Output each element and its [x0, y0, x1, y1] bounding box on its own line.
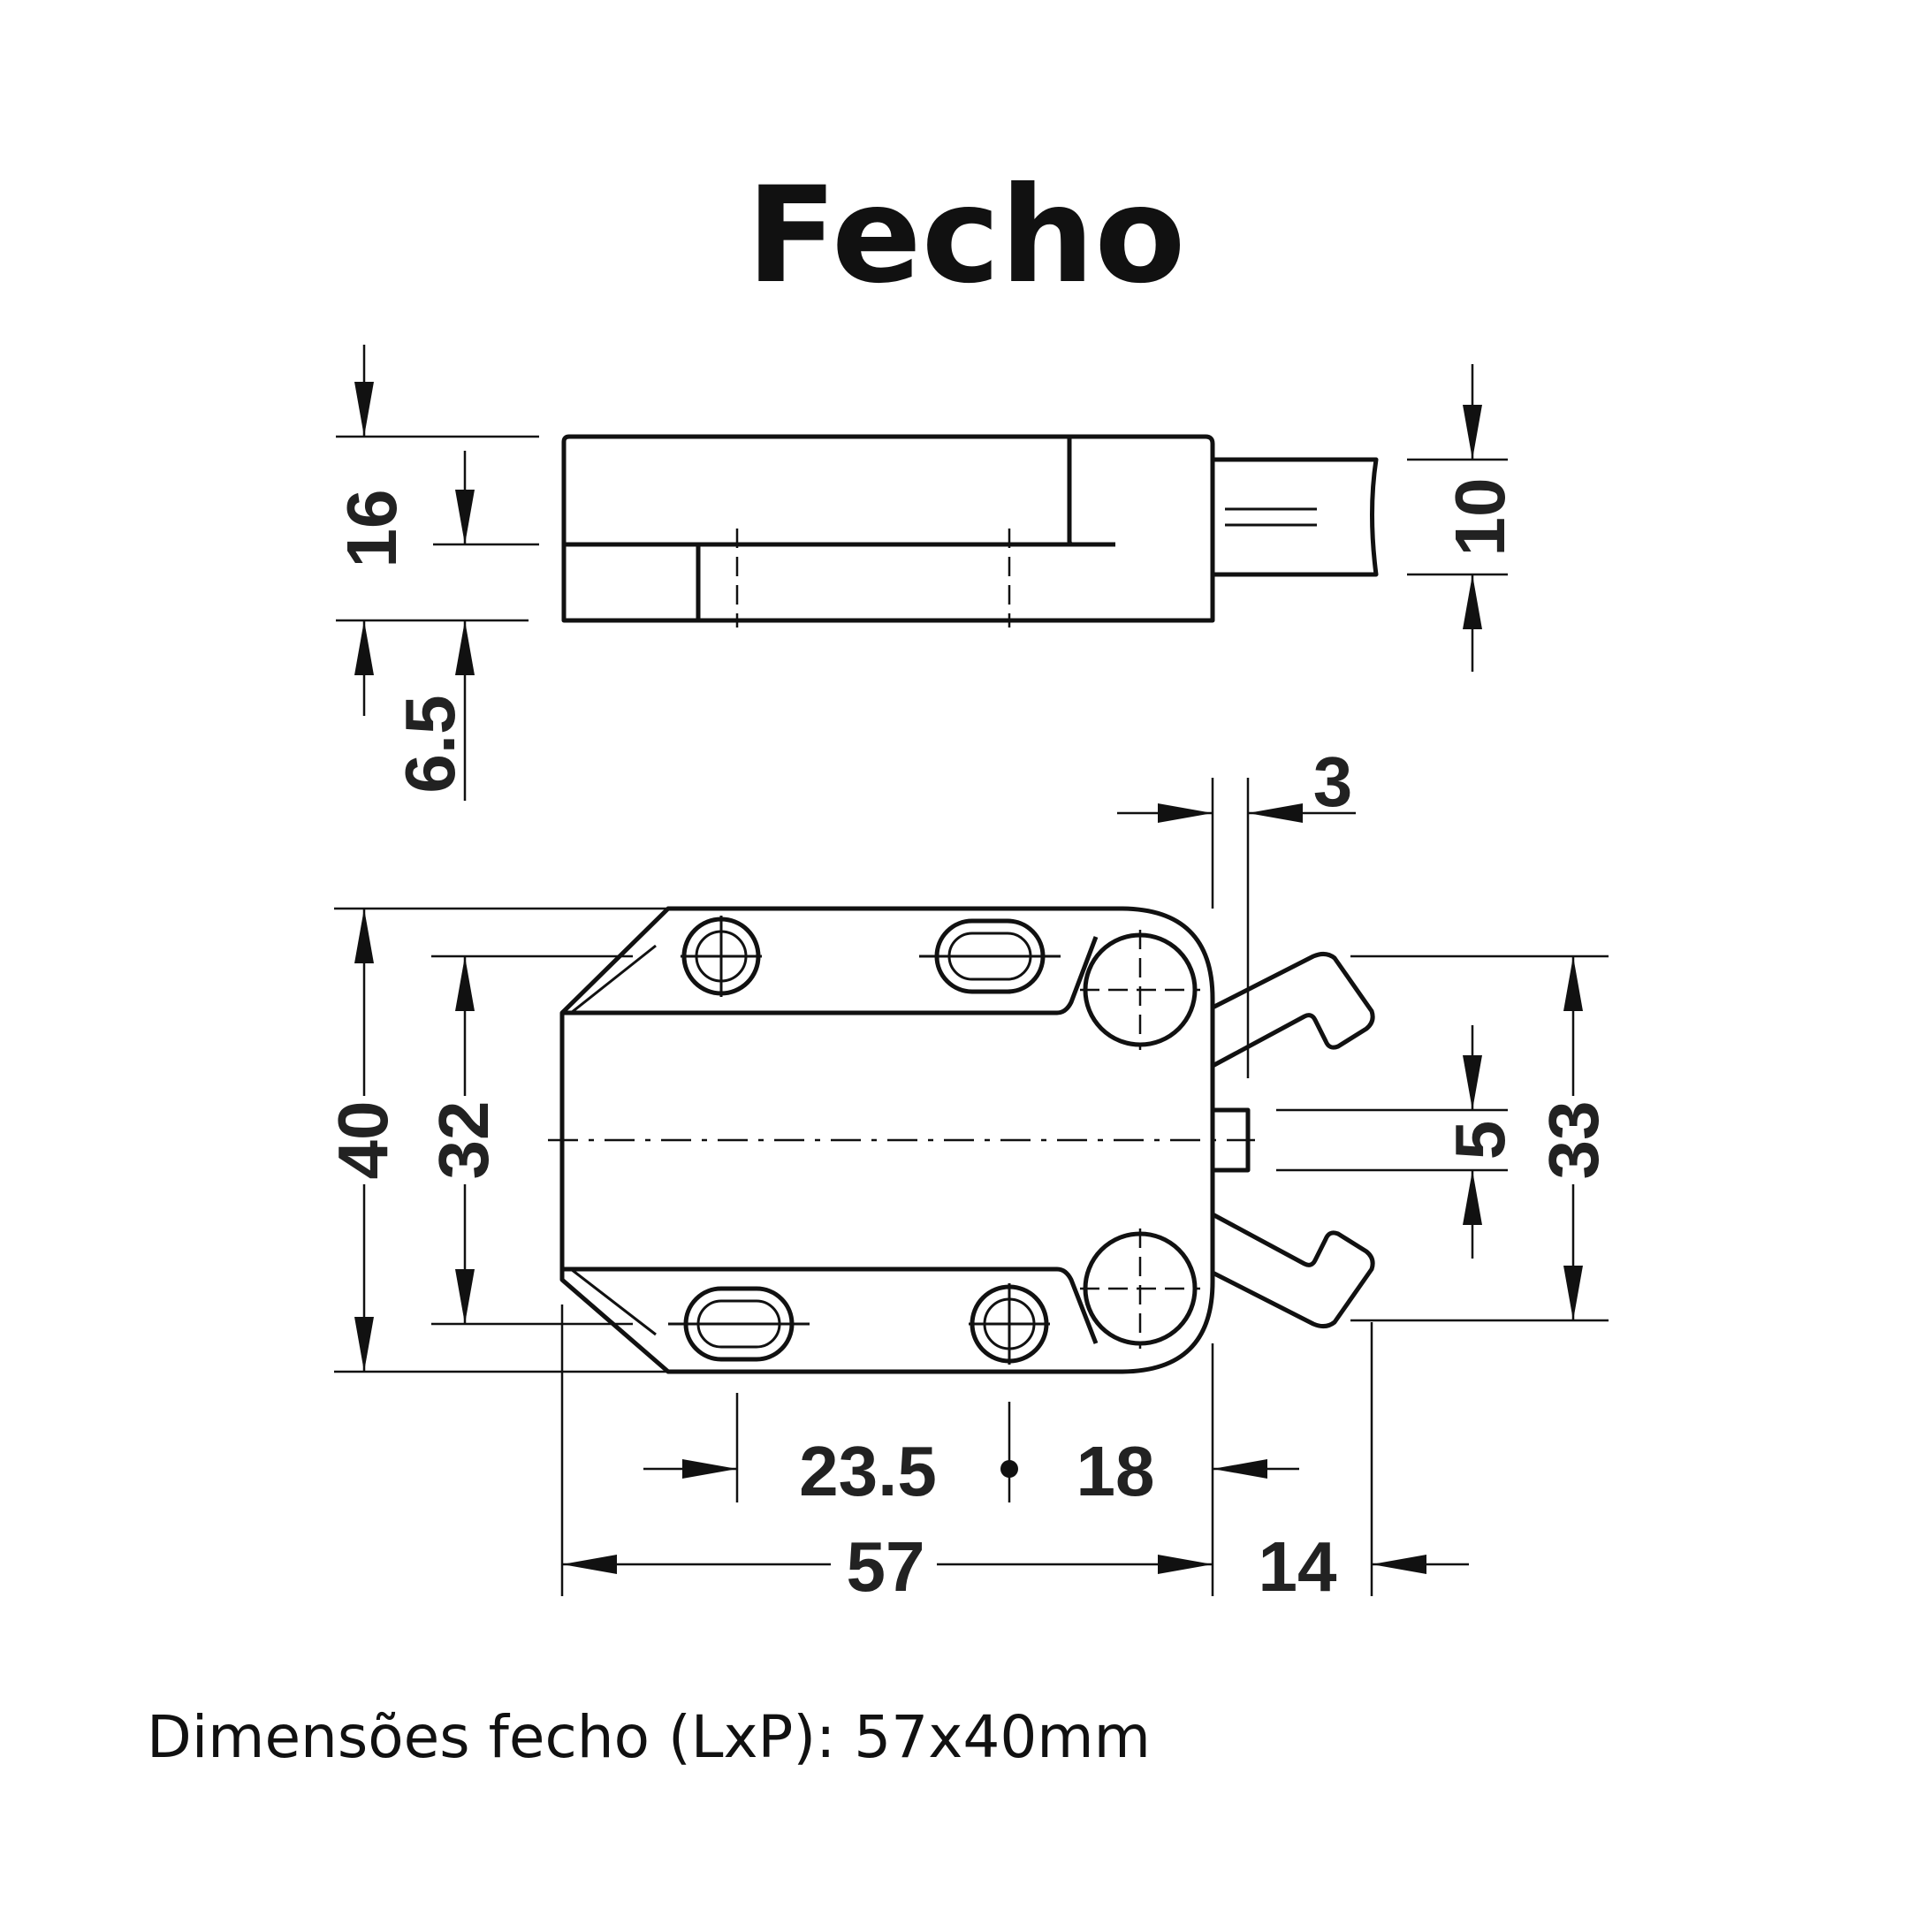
dim-side-offset: 6.5 [391, 695, 469, 793]
dim-pin: 5 [1441, 1121, 1519, 1160]
top-view: 3 40 32 5 33 [323, 742, 1613, 1606]
dim-arm-projection: 14 [1259, 1527, 1337, 1606]
dim-gap: 3 [1313, 742, 1353, 821]
dim-overall-length: 57 [847, 1527, 925, 1606]
dim-side-arm: 10 [1441, 478, 1519, 557]
side-view: 16 6.5 10 [332, 345, 1519, 801]
dim-hole-spacing-vertical: 32 [424, 1101, 503, 1180]
dim-side-height: 16 [332, 490, 411, 568]
drawing-title: Fecho [747, 159, 1186, 313]
dim-arm-span: 33 [1534, 1101, 1613, 1180]
dim-overall-height: 40 [323, 1101, 402, 1180]
dim-hole-offset: 23.5 [799, 1432, 937, 1510]
dimensions-caption: Dimensões fecho (LxP): 57x40mm [147, 1703, 1151, 1771]
dim-hole-spacing-horizontal: 18 [1076, 1432, 1155, 1510]
